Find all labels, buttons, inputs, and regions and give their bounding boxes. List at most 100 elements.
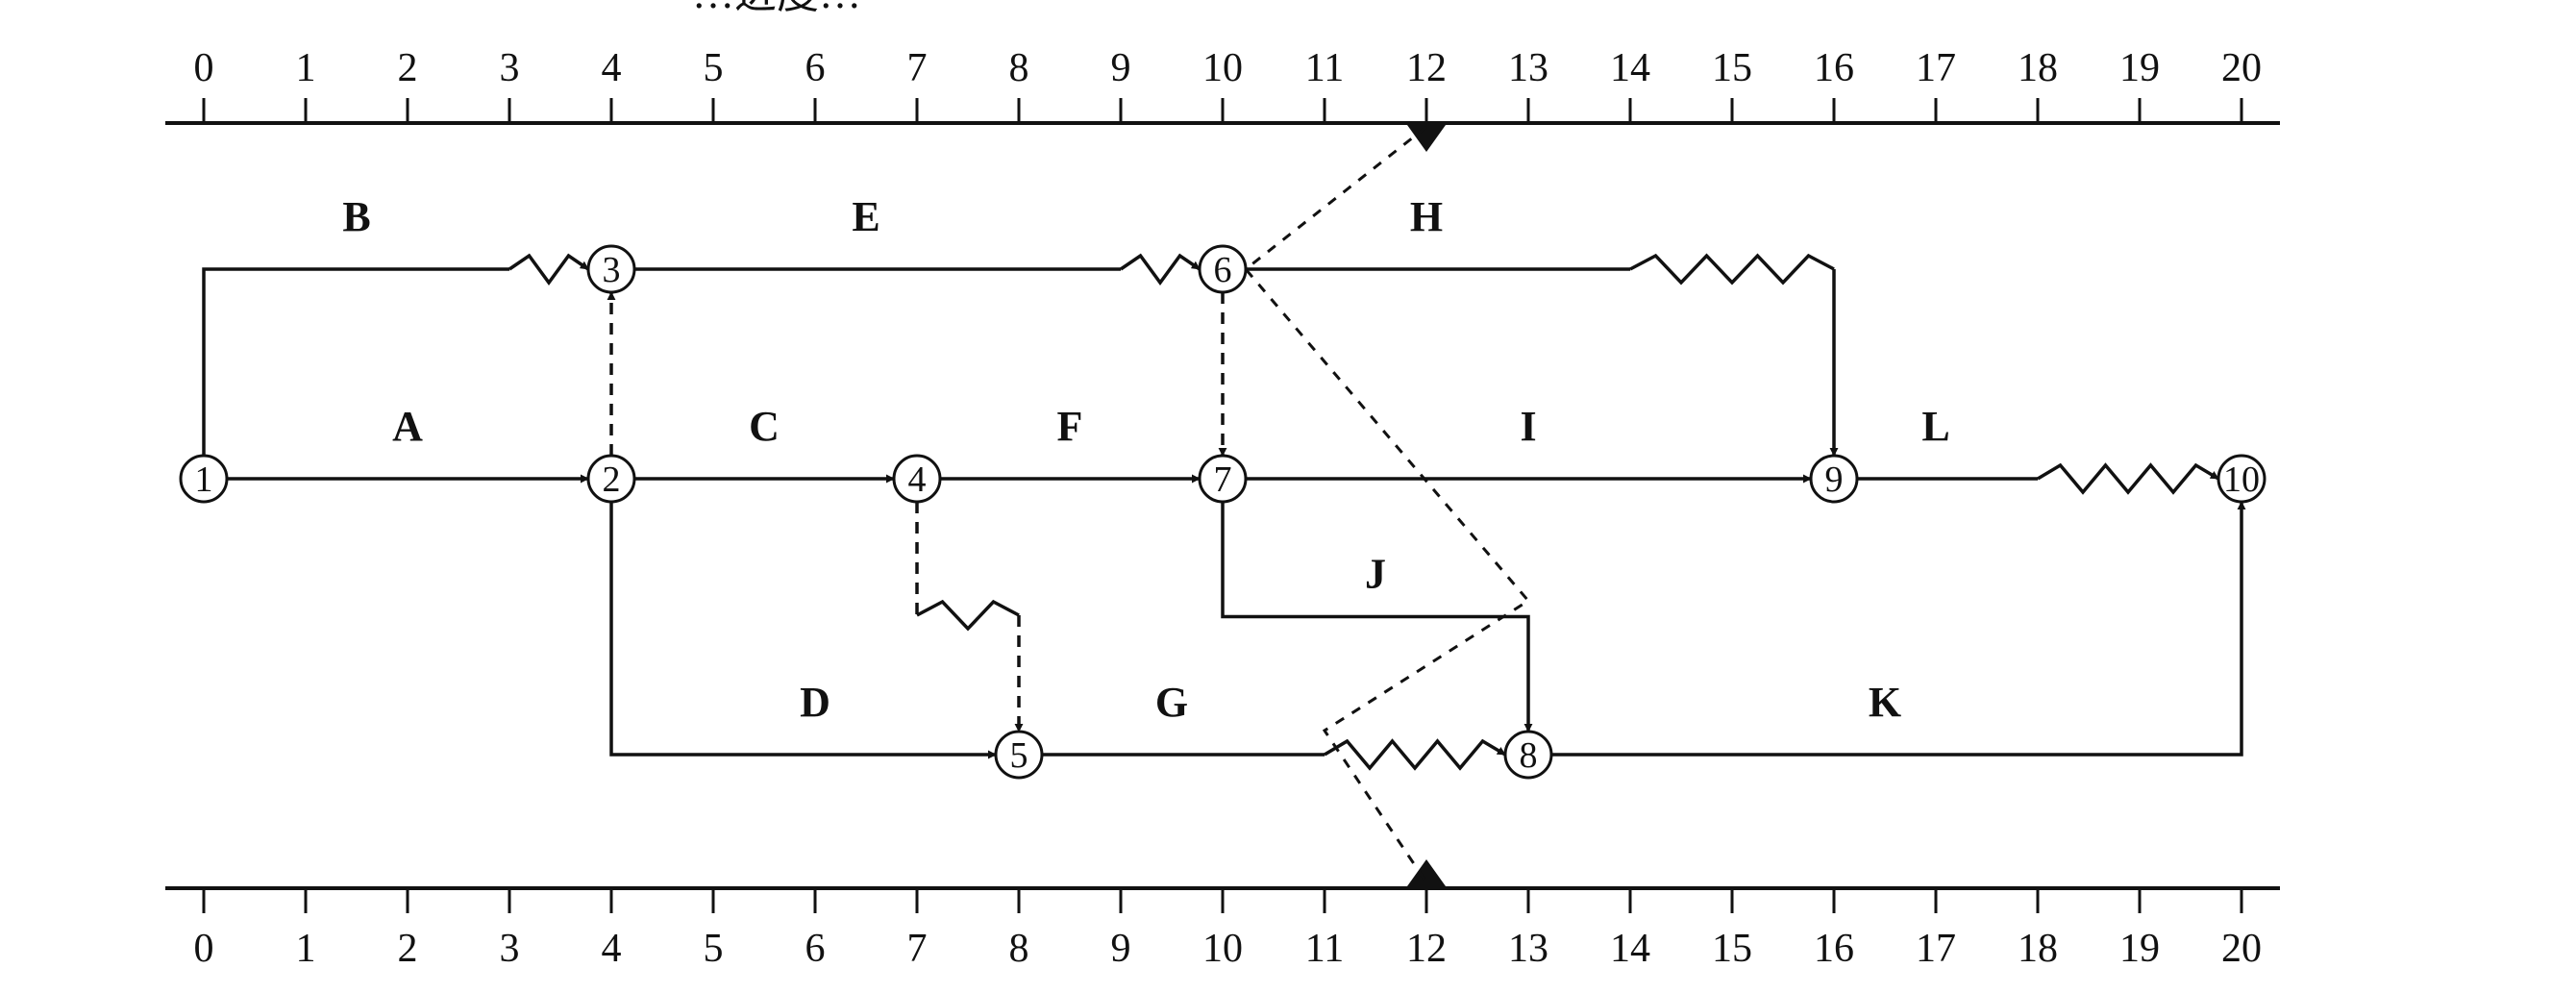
activity-line [1221,502,1533,732]
bottom-scale-check-marker-icon [1407,859,1446,886]
float-wave [1120,253,1201,285]
top-scale-tick-label: 16 [1814,46,1854,90]
top-scale-tick-label: 9 [1111,46,1131,90]
activity-h [1246,253,1839,457]
float-wave [916,599,1020,632]
activity-label-f: F [1057,403,1083,450]
bottom-scale-tick-label: 2 [398,927,418,971]
activity-e [634,253,1201,285]
bottom-scale-tick-label: 8 [1009,927,1029,971]
activity-label-g: G [1155,679,1188,726]
event-node-5: 5 [994,730,1044,780]
top-scale-tick-label: 12 [1406,46,1447,90]
node-circle [586,244,636,294]
activity-label-c: C [749,403,780,450]
node-circle [892,454,942,504]
event-node-3: 3 [586,244,636,294]
node-number: 7 [1214,459,1232,500]
float-wave [2037,462,2219,495]
bottom-scale-tick-label: 12 [1406,927,1447,971]
activity-label-k: K [1869,679,1901,726]
activity-l [1857,462,2219,495]
top-scale-tick-label: 0 [194,46,214,90]
bottom-scale-tick-label: 15 [1712,927,1752,971]
bottom-scale-tick-label: 6 [805,927,826,971]
bottom-scale-tick-label: 20 [2221,927,2262,971]
event-node-1: 1 [179,454,229,504]
event-node-7: 7 [1198,454,1248,504]
top-scale-tick-label: 7 [907,46,928,90]
event-node-6: 6 [1198,244,1248,294]
node-circle [1503,730,1553,780]
dummy-4-5 [915,502,1024,732]
bottom-scale-tick-label: 13 [1508,927,1548,971]
float-wave [508,253,589,285]
node-circle [1809,454,1859,504]
node-circle [1198,454,1248,504]
bottom-scale-tick-label: 10 [1202,927,1243,971]
top-scale-tick-label: 4 [602,46,622,90]
top-scale-tick-label: 20 [2221,46,2262,90]
node-number: 6 [1214,250,1232,290]
activity-label-d: D [800,679,830,726]
node-number: 10 [2223,459,2260,500]
progress-check-line [1243,125,1531,883]
activity-label-e: E [852,193,879,240]
float-wave [1324,738,1506,771]
activity-k [1551,501,2246,757]
activity-line [1551,501,2246,757]
header-fragment: …进度… [692,0,861,17]
top-scale-tick-label: 1 [296,46,316,90]
bottom-scale-tick-label: 7 [907,927,928,971]
float-wave [1629,253,1835,285]
top-scale-tick-label: 17 [1916,46,1956,90]
top-scale-tick-label: 10 [1202,46,1243,90]
bottom-scale-tick-label: 18 [2018,927,2058,971]
bottom-scale-tick-label: 11 [1305,927,1344,971]
node-circle [1198,244,1248,294]
activity-line [202,267,509,456]
bottom-scale-tick-label: 17 [1916,927,1956,971]
bottom-scale-tick-label: 9 [1111,927,1131,971]
activity-arrows [202,253,2246,771]
bottom-scale-tick-label: 5 [704,927,724,971]
event-node-4: 4 [892,454,942,504]
activity-label-a: A [392,403,423,450]
activity-g [1042,738,1506,771]
activity-label-i: I [1520,403,1536,450]
top-scale-tick-label: 18 [2018,46,2058,90]
node-circle [586,454,636,504]
activity-line [609,502,997,759]
event-nodes: 1 2 3 4 5 6 7 8 9 10 [179,244,2266,780]
top-scale-tick-label: 5 [704,46,724,90]
top-scale-tick-label: 6 [805,46,826,90]
activity-j [1221,502,1533,732]
node-circle [179,454,229,504]
event-node-2: 2 [586,454,636,504]
activity-d [609,502,997,759]
node-circle [994,730,1044,780]
event-node-9: 9 [1809,454,1859,504]
bottom-scale-tick-label: 1 [296,927,316,971]
top-scale-tick-label: 2 [398,46,418,90]
bottom-scale-tick-label: 4 [602,927,622,971]
node-number: 8 [1520,735,1538,776]
top-scale-tick-label: 14 [1610,46,1650,90]
event-node-10: 10 [2217,454,2266,504]
activity-label-h: H [1410,193,1443,240]
top-scale-tick-label: 11 [1305,46,1344,90]
node-number: 2 [603,459,621,500]
node-number: 1 [195,459,213,500]
node-number: 9 [1825,459,1844,500]
node-circle [2217,454,2266,504]
node-number: 4 [908,459,927,500]
node-number: 3 [603,250,621,290]
activity-label-j: J [1365,551,1386,598]
activity-b [202,253,589,456]
top-scale-tick-label: 15 [1712,46,1752,90]
